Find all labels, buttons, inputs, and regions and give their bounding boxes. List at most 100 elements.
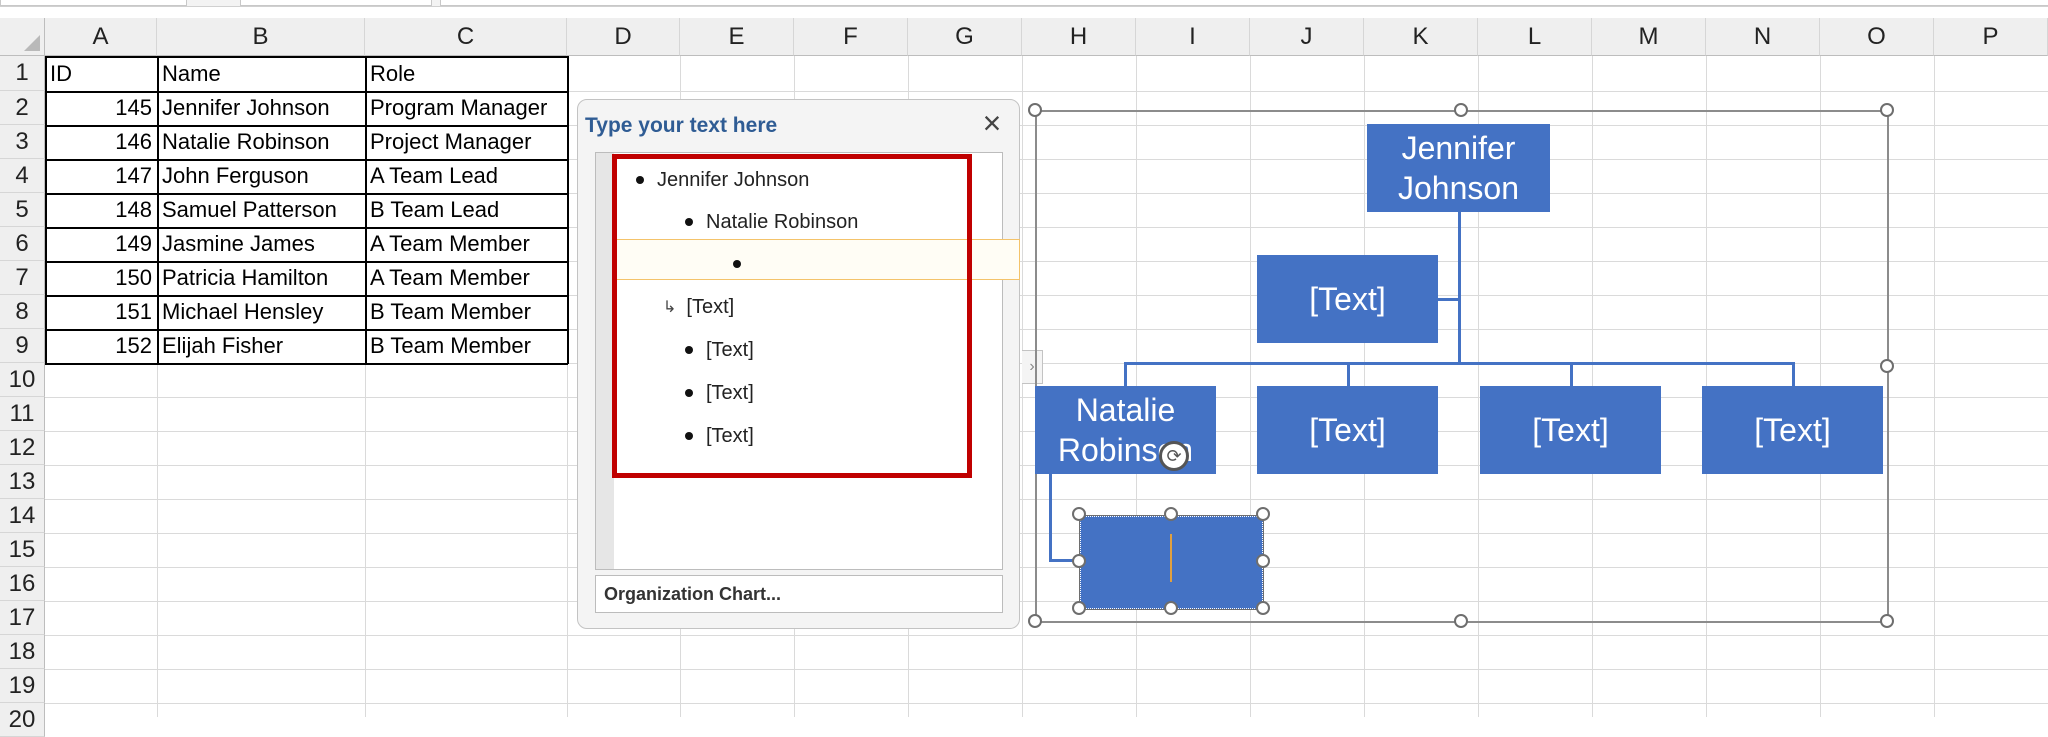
resize-handle[interactable]: [1072, 507, 1086, 521]
row-header-14[interactable]: 14: [0, 499, 45, 533]
cell-c5[interactable]: B Team Lead: [365, 193, 567, 227]
resize-handle[interactable]: [1256, 601, 1270, 615]
cell-b2[interactable]: Jennifer Johnson: [157, 91, 365, 125]
org-node-level2-4[interactable]: [Text]: [1702, 386, 1883, 474]
column-header-m[interactable]: M: [1592, 18, 1706, 56]
resize-handle[interactable]: [1072, 601, 1086, 615]
cell-b7[interactable]: Patricia Hamilton: [157, 261, 365, 295]
row-header-11[interactable]: 11: [0, 397, 45, 431]
cell-a4[interactable]: 147: [45, 159, 157, 193]
cell-c3[interactable]: Project Manager: [365, 125, 567, 159]
row-header-4[interactable]: 4: [0, 159, 45, 193]
column-header-l[interactable]: L: [1478, 18, 1592, 56]
row-header-7[interactable]: 7: [0, 261, 45, 295]
cell-c7[interactable]: A Team Member: [365, 261, 567, 295]
cell-c2[interactable]: Program Manager: [365, 91, 567, 125]
cell-a1[interactable]: ID: [45, 56, 157, 91]
resize-handle[interactable]: [1028, 103, 1042, 117]
name-box-edge[interactable]: [0, 0, 187, 6]
org-node-level2-1[interactable]: Natalie Robinson: [1035, 386, 1216, 474]
cell-b8[interactable]: Michael Hensley: [157, 295, 365, 329]
row-header-5[interactable]: 5: [0, 193, 45, 227]
row-header-17[interactable]: 17: [0, 601, 45, 635]
cell-c9[interactable]: B Team Member: [365, 329, 567, 363]
cell-a7[interactable]: 150: [45, 261, 157, 295]
resize-handle[interactable]: [1880, 614, 1894, 628]
cell-b1[interactable]: Name: [157, 56, 365, 91]
column-header-d[interactable]: D: [567, 18, 680, 56]
column-header-k[interactable]: K: [1364, 18, 1478, 56]
cell-b6[interactable]: Jasmine James: [157, 227, 365, 261]
resize-handle[interactable]: [1164, 601, 1178, 615]
row-header-12[interactable]: 12: [0, 431, 45, 465]
row-header-10[interactable]: 10: [0, 363, 45, 397]
row-header-18[interactable]: 18: [0, 635, 45, 669]
row-header-16[interactable]: 16: [0, 567, 45, 601]
table-border: [45, 159, 568, 161]
cell-a5[interactable]: 148: [45, 193, 157, 227]
resize-handle[interactable]: [1454, 103, 1468, 117]
column-header-o[interactable]: O: [1820, 18, 1934, 56]
org-node-top[interactable]: Jennifer Johnson: [1367, 124, 1550, 212]
cell-c8[interactable]: B Team Member: [365, 295, 567, 329]
text-cursor: [1170, 534, 1172, 582]
cell-a8[interactable]: 151: [45, 295, 157, 329]
formula-input-edge[interactable]: [440, 0, 2048, 6]
row-header-19[interactable]: 19: [0, 669, 45, 703]
resize-handle[interactable]: [1028, 614, 1042, 628]
rotate-icon[interactable]: ⟳: [1159, 441, 1189, 471]
table-border: [45, 329, 568, 331]
cell-c6[interactable]: A Team Member: [365, 227, 567, 261]
column-header-i[interactable]: I: [1136, 18, 1250, 56]
resize-handle[interactable]: [1256, 554, 1270, 568]
column-header-p[interactable]: P: [1934, 18, 2048, 56]
cell-c1[interactable]: Role: [365, 56, 567, 91]
resize-handle[interactable]: [1072, 554, 1086, 568]
row-header-13[interactable]: 13: [0, 465, 45, 499]
close-icon[interactable]: ×: [977, 108, 1007, 138]
column-header-e[interactable]: E: [680, 18, 794, 56]
row-header-8[interactable]: 8: [0, 295, 45, 329]
resize-handle[interactable]: [1256, 507, 1270, 521]
column-header-g[interactable]: G: [908, 18, 1022, 56]
resize-handle[interactable]: [1880, 359, 1894, 373]
connector-vertical: [1458, 212, 1461, 363]
row-header-20[interactable]: 20: [0, 703, 45, 737]
cell-a6[interactable]: 149: [45, 227, 157, 261]
org-node-assistant[interactable]: [Text]: [1257, 255, 1438, 343]
connector-drop-3: [1570, 362, 1573, 386]
formula-bar-edge[interactable]: [240, 0, 432, 6]
column-header-c[interactable]: C: [365, 18, 567, 56]
org-chart-footer-link[interactable]: Organization Chart...: [595, 575, 1003, 613]
cell-a2[interactable]: 145: [45, 91, 157, 125]
column-header-a[interactable]: A: [45, 18, 157, 56]
column-header-j[interactable]: J: [1250, 18, 1364, 56]
cell-c4[interactable]: A Team Lead: [365, 159, 567, 193]
gridline-horizontal: [45, 703, 2048, 704]
org-node-level2-3[interactable]: [Text]: [1480, 386, 1661, 474]
row-header-6[interactable]: 6: [0, 227, 45, 261]
resize-handle[interactable]: [1454, 614, 1468, 628]
row-header-3[interactable]: 3: [0, 125, 45, 159]
column-header-f[interactable]: F: [794, 18, 908, 56]
table-border: [45, 125, 568, 127]
column-header-h[interactable]: H: [1022, 18, 1136, 56]
row-header-1[interactable]: 1: [0, 56, 45, 91]
row-header-9[interactable]: 9: [0, 329, 45, 363]
row-header-2[interactable]: 2: [0, 91, 45, 125]
column-header-n[interactable]: N: [1706, 18, 1820, 56]
cell-b4[interactable]: John Ferguson: [157, 159, 365, 193]
cell-b9[interactable]: Elijah Fisher: [157, 329, 365, 363]
column-header-b[interactable]: B: [157, 18, 365, 56]
org-node-level2-2[interactable]: [Text]: [1257, 386, 1438, 474]
cell-b3[interactable]: Natalie Robinson: [157, 125, 365, 159]
resize-handle[interactable]: [1880, 103, 1894, 117]
resize-handle[interactable]: [1164, 507, 1178, 521]
select-all-corner[interactable]: [0, 18, 45, 56]
table-border: [45, 193, 568, 195]
cell-b5[interactable]: Samuel Patterson: [157, 193, 365, 227]
row-header-15[interactable]: 15: [0, 533, 45, 567]
table-border: [45, 91, 568, 93]
cell-a3[interactable]: 146: [45, 125, 157, 159]
cell-a9[interactable]: 152: [45, 329, 157, 363]
